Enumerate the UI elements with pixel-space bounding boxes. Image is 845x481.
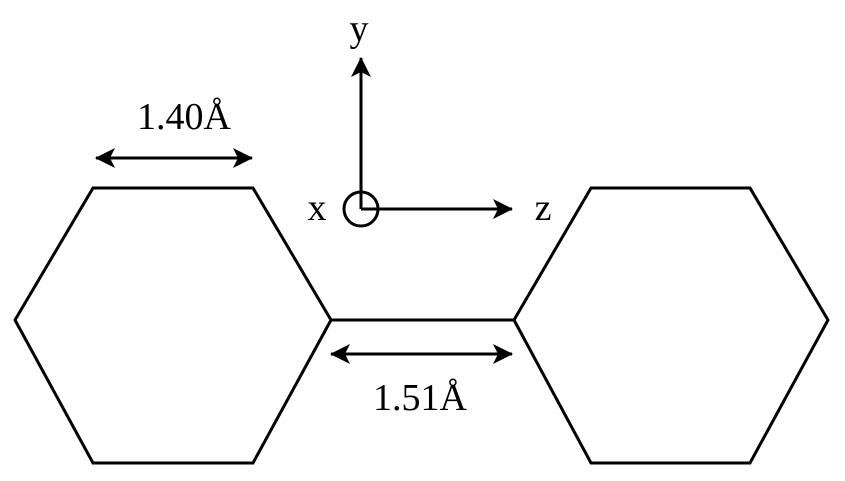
- inter-ring-bond-length-label: 1.51Å: [373, 377, 468, 419]
- ring-bond-length-label: 1.40Å: [137, 96, 232, 138]
- left-hexagon-ring: [13, 186, 333, 465]
- x-axis-out-of-plane-symbol: [342, 190, 380, 228]
- z-axis-label: z: [535, 187, 552, 229]
- x-axis-label: x: [308, 187, 327, 229]
- y-axis-label: y: [350, 8, 369, 50]
- right-hexagon-ring: [512, 186, 830, 465]
